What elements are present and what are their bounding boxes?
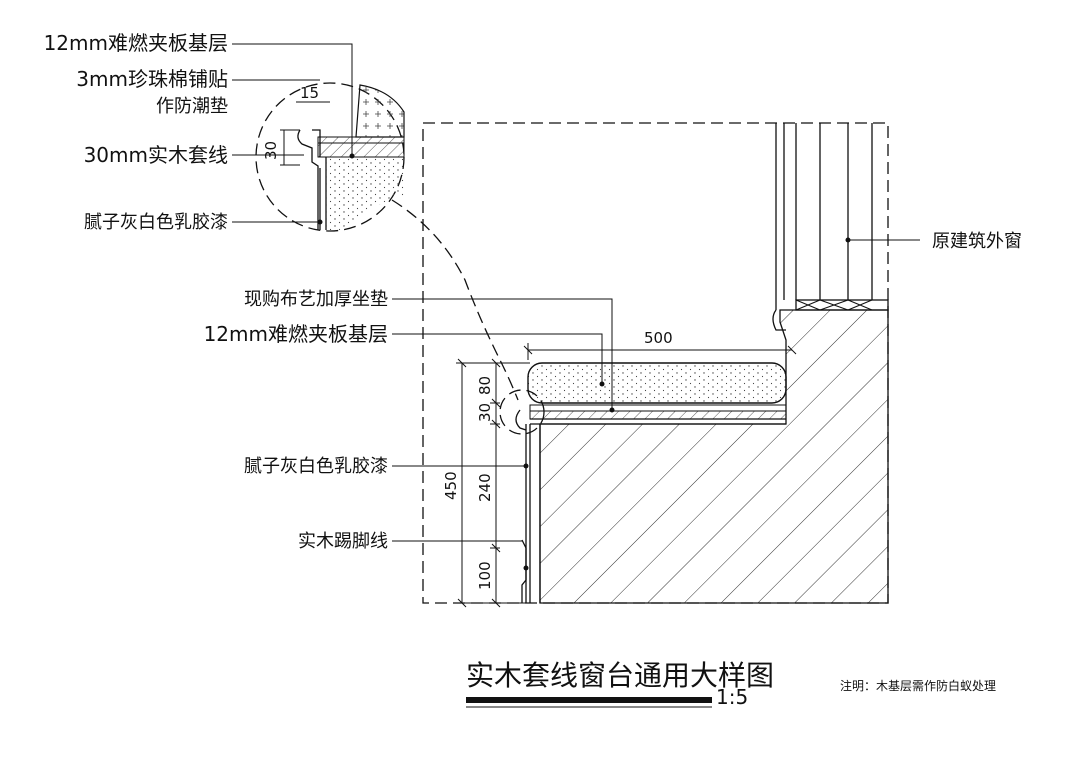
front-panel xyxy=(515,409,541,603)
label-original-window: 原建筑外窗 xyxy=(932,231,1022,252)
label-fabric-cushion: 现购布艺加厚坐垫 xyxy=(244,289,388,310)
detail-callout xyxy=(255,82,545,435)
drawing-scale: 1:5 xyxy=(716,685,748,709)
dim-80: 80 xyxy=(476,376,494,395)
title-underline xyxy=(466,697,712,703)
dimension-lines xyxy=(280,101,797,608)
dim-100: 100 xyxy=(476,561,494,590)
dim-450: 450 xyxy=(442,471,460,500)
dim-30-detail: 30 xyxy=(262,141,280,160)
drawing-note: 注明：木基层需作防白蚁处理 xyxy=(840,678,996,693)
label-pearl-cotton-1: 3mm珍珠棉铺贴 xyxy=(76,67,228,91)
label-putty-latex-top: 腻子灰白色乳胶漆 xyxy=(84,212,228,233)
label-top-base: 12mm难燃夹板基层 xyxy=(44,31,228,55)
original-window-frame xyxy=(772,123,889,331)
fabric-cushion xyxy=(527,362,787,404)
label-mid-base: 12mm难燃夹板基层 xyxy=(204,322,388,346)
dim-500: 500 xyxy=(644,329,673,347)
label-pearl-cotton-2: 作防潮垫 xyxy=(156,96,228,117)
dim-15: 15 xyxy=(300,84,319,102)
wall-hatch xyxy=(539,309,889,604)
dim-30: 30 xyxy=(476,403,494,422)
label-solid-wood-casing: 30mm实木套线 xyxy=(84,143,228,167)
seat-board xyxy=(529,404,787,425)
label-solid-wood-skirting: 实木踢脚线 xyxy=(298,531,388,552)
leader-lines xyxy=(232,43,920,542)
dim-240: 240 xyxy=(476,473,494,502)
drawing-title: 实木套线窗台通用大样图 xyxy=(466,659,774,692)
label-putty-latex-mid: 腻子灰白色乳胶漆 xyxy=(244,456,388,477)
